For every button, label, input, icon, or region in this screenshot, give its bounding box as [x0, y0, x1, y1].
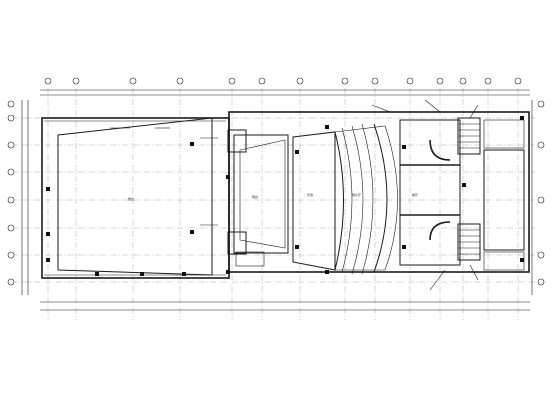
room-label-side-stage: 侧台: [252, 194, 258, 199]
structural-columns: [46, 116, 524, 276]
axis-grid: [12, 88, 535, 320]
side-stage: 侧台: [227, 129, 289, 267]
room-label-orchestra: 乐池: [307, 192, 313, 197]
dimension-lines: [21, 89, 533, 311]
lobby: 前厅: [399, 119, 461, 266]
left-axis-bubbles: [7, 100, 15, 286]
orchestra-area: 乐池: [292, 131, 336, 271]
room-label-main-hall: 舞台: [128, 196, 134, 201]
stair-core-lower: [457, 223, 481, 261]
room-label-auditorium: 观众厅: [352, 193, 361, 197]
top-axis-bubbles: [44, 77, 522, 85]
annotation-leaders: [110, 99, 479, 291]
room-label-lobby: 前厅: [412, 192, 418, 197]
main-hall: 舞台: [57, 117, 213, 276]
auditorium: 观众厅: [334, 123, 398, 275]
building-outline: [41, 111, 530, 279]
stair-core-upper: [457, 117, 481, 155]
right-axis-bubbles: [537, 100, 545, 286]
